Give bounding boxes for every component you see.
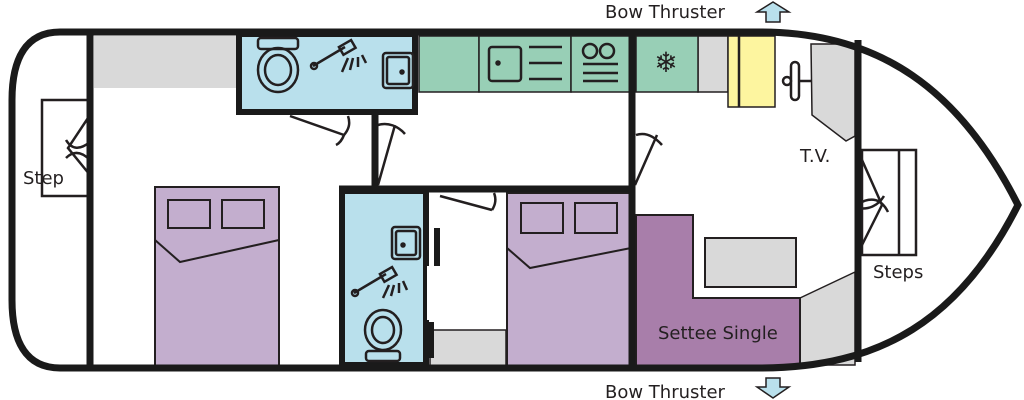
hob-icon — [581, 42, 618, 83]
arrow-down-icon — [754, 377, 792, 399]
sink-icon — [381, 51, 415, 90]
storage-top-left — [94, 36, 238, 88]
bed-aft — [154, 186, 280, 368]
helm-icon — [781, 60, 811, 102]
shower-icon — [309, 38, 368, 73]
door-bar — [428, 322, 434, 358]
galley-sink-icon — [487, 45, 562, 83]
door-bar — [434, 228, 440, 266]
tv-label: T.V. — [799, 146, 830, 167]
steps-label: Steps — [873, 262, 923, 283]
snowflake-icon: ❄ — [654, 46, 677, 79]
bed-mid — [506, 192, 632, 368]
interior-walls — [86, 32, 862, 368]
settee-label: Settee Single — [658, 323, 778, 344]
hull-outline — [8, 28, 1022, 372]
sink-icon — [390, 225, 422, 261]
bathroom-mid — [339, 188, 429, 368]
bow-thruster-bottom-label: Bow Thruster — [605, 382, 726, 400]
toilet-icon — [363, 308, 403, 363]
shower-icon — [350, 265, 409, 299]
bow-thruster-top-label: Bow Thruster — [605, 2, 726, 23]
yellow-unit — [727, 35, 776, 108]
arrow-up-icon — [754, 1, 792, 23]
table — [704, 237, 797, 288]
storage-bathroom2-floor — [429, 329, 507, 367]
storage-galley-gap — [697, 35, 729, 93]
bathroom-aft — [236, 31, 418, 115]
toilet-icon — [256, 36, 300, 94]
step-label: Step — [23, 168, 64, 189]
door-swings — [289, 114, 663, 212]
